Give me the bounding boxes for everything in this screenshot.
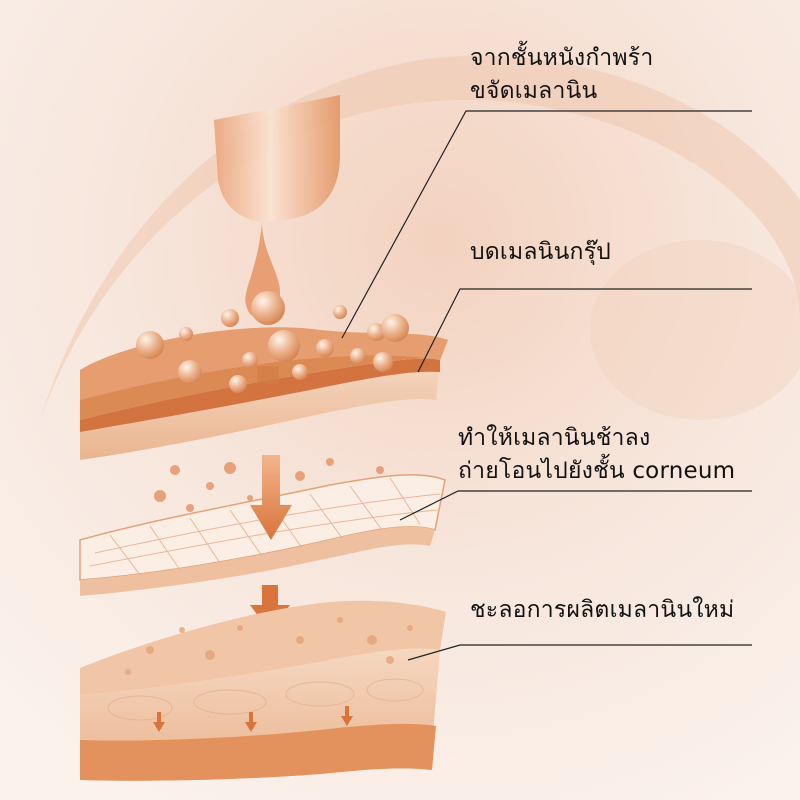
basal-layer (80, 600, 446, 781)
down-arrow-icon-lower (250, 585, 290, 632)
dropper-icon (214, 95, 340, 325)
annotation-slow-transfer: ทำให้เมลานินช้าลง ถ่ายโอนไปยังชั้น corne… (458, 422, 735, 488)
annotation-line: บดเมลนินกรุ๊ป (470, 239, 611, 265)
annotation-line: ทำให้เมลานินช้าลง (458, 425, 651, 451)
small-down-arrows (153, 706, 353, 732)
annotation-line: ถ่ายโอนไปยังชั้น corneum (458, 458, 736, 484)
annotation-slow-new-production: ชะลอการผลิตเมลานินใหม่ (470, 594, 734, 627)
annotation-crush-melanin-group: บดเมลนินกรุ๊ป (470, 236, 611, 269)
down-arrow-icon (250, 455, 292, 540)
annotation-remove-melanin: จากชั้นหนังกำพร้า ขจัดเมลานิน (470, 42, 653, 108)
background-blob (590, 240, 800, 420)
leader-lines (341, 110, 752, 661)
annotation-line: ขจัดเมลานิน (470, 78, 598, 104)
annotation-line: ชะลอการผลิตเมลานินใหม่ (470, 597, 735, 623)
melanin-bubbles-top (136, 305, 409, 393)
annotation-line: จากชั้นหนังกำพร้า (470, 45, 654, 71)
